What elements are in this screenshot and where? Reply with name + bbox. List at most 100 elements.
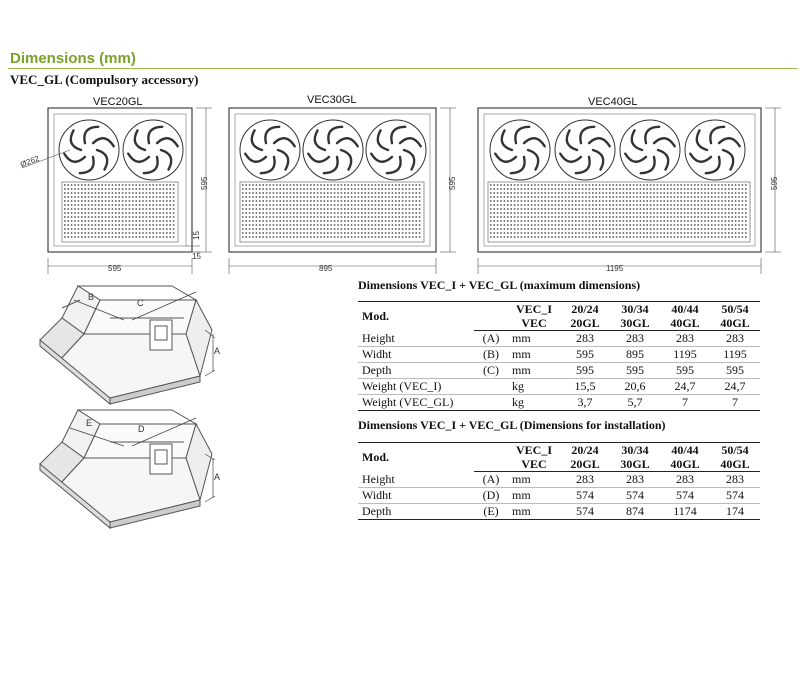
- fan-circle: [619, 119, 681, 181]
- panel-inner-frame: [234, 113, 431, 247]
- table-max-unit-top: VEC_I: [508, 301, 560, 316]
- fan-diffuser: [302, 119, 364, 181]
- fan-blade: [155, 137, 179, 148]
- table-install-col-top: 50/54: [710, 442, 760, 457]
- fan-blade: [327, 125, 344, 145]
- fan-circle: [554, 119, 616, 181]
- fan-blade: [709, 125, 726, 145]
- fan-blade: [276, 148, 290, 171]
- dimension-lines: [228, 107, 456, 274]
- fan-blade: [695, 129, 709, 152]
- table-max-col-bottom: 30GL: [610, 316, 660, 331]
- table-max-col-bottom: 40GL: [710, 316, 760, 331]
- fan-diffuser: [365, 119, 427, 181]
- fan-circle: [365, 119, 427, 181]
- table-install-unit-bottom: VEC: [508, 457, 560, 472]
- perforated-grille: [487, 181, 751, 243]
- table-max-title: Dimensions VEC_I + VEC_GL (maximum dimen…: [358, 278, 641, 292]
- fan-blade: [721, 148, 735, 171]
- fan-blade: [83, 125, 100, 145]
- fan-blade: [514, 125, 531, 145]
- iso2-label-e: E: [86, 418, 93, 428]
- fan-blade: [69, 129, 83, 152]
- fan-blade: [339, 148, 353, 171]
- fan-blade: [509, 155, 526, 175]
- fan-blade: [385, 155, 402, 175]
- grille-outline: [487, 181, 751, 243]
- table-install-dimensions: Mod. VEC_I 20/24 30/34 40/44 50/54 VEC 2…: [358, 442, 760, 520]
- fan-blade: [559, 152, 583, 163]
- iso1-label-a: A: [214, 346, 221, 356]
- fan-circle: [122, 119, 184, 181]
- fan-circle: [239, 119, 301, 181]
- table-install-col-top: 20/24: [560, 442, 610, 457]
- fan-blade: [133, 129, 147, 152]
- dimension-lines: [477, 107, 781, 274]
- front-panel-vec40: [477, 107, 781, 274]
- table-install-col-top: 40/44: [660, 442, 710, 457]
- grille-outline: [239, 181, 425, 243]
- fan-circle: [684, 119, 746, 181]
- fan-diffuser: [489, 119, 551, 181]
- fan-diffuser: [122, 119, 184, 181]
- fan-blade: [494, 152, 518, 163]
- fan-diffuser: [619, 119, 681, 181]
- fan-blade: [656, 148, 670, 171]
- grille-outline: [61, 181, 179, 243]
- drawing-title-vec20: VEC20GL: [93, 96, 143, 108]
- fan-blade: [322, 155, 339, 175]
- fan-blade: [244, 152, 268, 163]
- fan-blade: [689, 152, 713, 163]
- fan-blade: [335, 137, 359, 148]
- fan-blade: [370, 152, 394, 163]
- fan-blade: [630, 129, 644, 152]
- fan-blade: [574, 155, 591, 175]
- fan-diffuser: [684, 119, 746, 181]
- drawing-title-vec30: VEC30GL: [307, 94, 357, 106]
- fan-blade: [624, 152, 648, 163]
- table-max-col-bottom: 40GL: [660, 316, 710, 331]
- fan-blade: [78, 155, 95, 175]
- fan-blade: [591, 148, 605, 171]
- fan-blade: [390, 125, 407, 145]
- panel-inner-frame: [53, 113, 187, 247]
- fan-diffuser: [239, 119, 301, 181]
- fan-blade: [398, 137, 422, 148]
- fan-blade: [313, 129, 327, 152]
- fan-blade: [500, 129, 514, 152]
- table-install-mod-header: Mod.: [358, 442, 474, 472]
- table-install-col-bottom: 20GL: [560, 457, 610, 472]
- fan-blade: [95, 148, 109, 171]
- dimension-lines: [47, 107, 212, 274]
- table-install-col-bottom: 40GL: [710, 457, 760, 472]
- table-max-col-top: 20/24: [560, 301, 610, 316]
- fan-blade: [652, 137, 676, 148]
- table-install-unit-top: VEC_I: [508, 442, 560, 457]
- fan-blade: [272, 137, 296, 148]
- fan-circle: [58, 119, 120, 181]
- section-subtitle: VEC_GL (Compulsory accessory): [10, 72, 199, 87]
- fan-blade: [522, 137, 546, 148]
- title-rule: [8, 68, 798, 69]
- table-install-col-bottom: 30GL: [610, 457, 660, 472]
- fan-blade: [579, 125, 596, 145]
- fan-circle: [302, 119, 364, 181]
- table-max-dimensions: Mod. VEC_I 20/24 30/34 40/44 50/54 VEC 2…: [358, 301, 760, 411]
- fan-blade: [587, 137, 611, 148]
- fan-blade: [259, 155, 276, 175]
- table-max-mod-header: Mod.: [358, 301, 474, 331]
- fan-blade: [376, 129, 390, 152]
- width-label-vec20: 595: [108, 264, 122, 273]
- table-install-title: Dimensions VEC_I + VEC_GL (Dimensions fo…: [358, 418, 666, 432]
- fan-blade: [639, 155, 656, 175]
- fan-blade: [159, 148, 173, 171]
